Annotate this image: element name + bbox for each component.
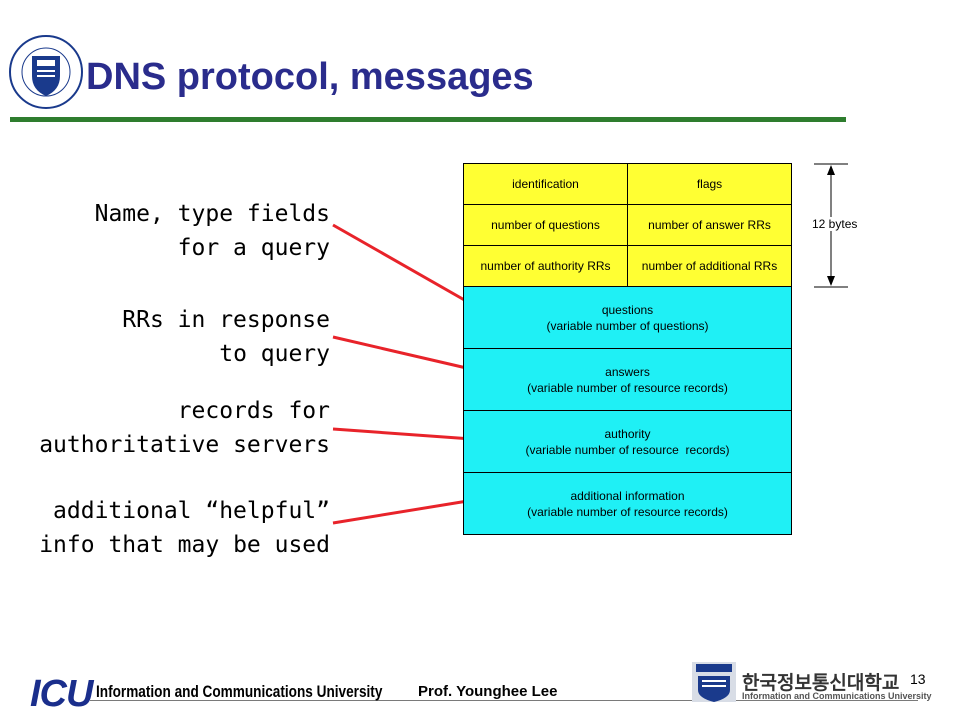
section-authority-name: authority <box>604 426 651 441</box>
field-flags: flags <box>627 164 791 204</box>
icu-wordmark: ICU <box>30 673 93 715</box>
field-num-authority-rrs: number of authority RRs <box>480 259 611 273</box>
label-authority: records for authoritative servers <box>39 394 330 462</box>
korean-university-name: 한국정보통신대학교 <box>742 673 900 694</box>
section-answers-desc: (variable number of resource records) <box>527 380 728 395</box>
field-num-additional-rrs: number of additional RRs <box>627 246 791 286</box>
section-additional-name: additional information <box>570 488 685 503</box>
label-response-line1: RRs in response <box>122 307 330 333</box>
icu-seal-logo-icon <box>9 35 83 109</box>
section-authority-desc: (variable number of resource records) <box>525 442 730 457</box>
page-title: DNS protocol, messages <box>86 56 534 98</box>
label-additional-line1: additional “helpful” <box>53 498 330 524</box>
arrow-to-questions <box>332 223 486 312</box>
header-row-2: number of questions number of answer RRs <box>464 205 791 246</box>
section-additional: additional information (variable number … <box>464 473 791 534</box>
footer-divider <box>90 700 918 701</box>
header-row-1: identification flags <box>464 164 791 205</box>
section-answers-name: answers <box>605 364 650 379</box>
header-size-label: 12 bytes <box>810 217 860 231</box>
arrow-to-additional <box>332 491 490 525</box>
label-query: Name, type fields for a query <box>95 197 330 265</box>
professor-name: Prof. Younghee Lee <box>418 683 558 700</box>
label-response-line2: to query <box>219 341 330 367</box>
university-name: Information and Communications Universit… <box>96 682 383 701</box>
title-underline <box>10 117 846 122</box>
section-answers: answers (variable number of resource rec… <box>464 349 791 411</box>
label-additional: additional “helpful” info that may be us… <box>39 494 330 562</box>
label-authority-line1: records for <box>177 398 330 424</box>
label-query-line2: for a query <box>177 235 330 261</box>
section-questions: questions (variable number of questions) <box>464 287 791 349</box>
icu-footer-logo-icon <box>692 662 736 702</box>
field-num-answer-rrs: number of answer RRs <box>627 205 791 245</box>
header-row-3: number of authority RRs number of additi… <box>464 246 791 287</box>
label-response: RRs in response to query <box>122 303 330 371</box>
page-number: 13 <box>910 671 926 687</box>
korean-university-subtitle: Information and Communications Universit… <box>742 691 932 701</box>
arrow-to-authority <box>332 427 490 448</box>
section-authority: authority (variable number of resource r… <box>464 411 791 473</box>
arrow-to-answers <box>332 335 492 379</box>
label-additional-line2: info that may be used <box>39 532 330 558</box>
label-query-line1: Name, type fields <box>94 201 330 227</box>
field-identification: identification <box>512 177 579 191</box>
section-questions-desc: (variable number of questions) <box>546 318 709 333</box>
field-num-questions: number of questions <box>491 218 600 232</box>
section-questions-name: questions <box>601 302 654 317</box>
section-additional-desc: (variable number of resource records) <box>527 504 728 519</box>
label-authority-line2: authoritative servers <box>39 432 330 458</box>
dns-message-format: identification flags number of questions… <box>463 163 792 535</box>
